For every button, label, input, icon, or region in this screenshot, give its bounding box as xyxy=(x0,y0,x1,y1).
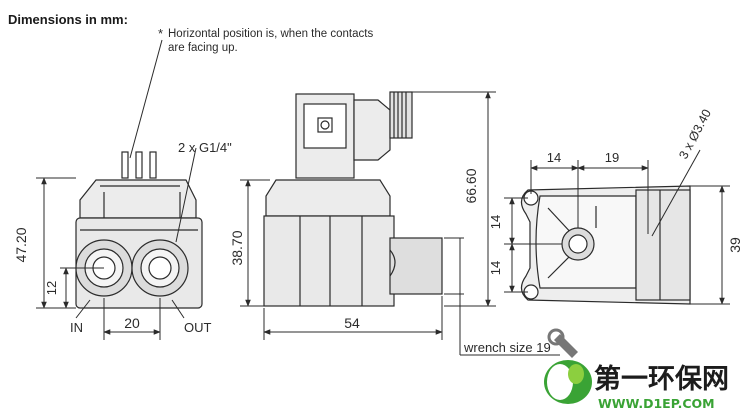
inlet-label: IN xyxy=(70,320,83,335)
side-view-dimensions xyxy=(240,91,560,356)
side-switch-housing xyxy=(265,179,391,217)
watermark: 第一环保网 WWW.D1EP.COM xyxy=(544,328,729,411)
side-view xyxy=(263,91,443,307)
wrench-size-label: wrench size 19 xyxy=(463,340,551,355)
dimension-bottom-right: 19 xyxy=(605,150,619,165)
dimension-overall-height: 66.60 xyxy=(463,168,479,203)
dimension-body-height: 38.70 xyxy=(229,230,245,265)
wrench-flat xyxy=(389,237,443,295)
dimension-port-height: 12 xyxy=(44,281,59,295)
contact-pin xyxy=(121,151,129,179)
contact-pin xyxy=(149,151,157,179)
dimension-bottom-lower: 14 xyxy=(488,261,503,275)
watermark-url: WWW.D1EP.COM xyxy=(598,396,715,411)
dimension-height-front: 47.20 xyxy=(13,227,29,262)
dimension-port-spacing: 20 xyxy=(124,315,140,331)
front-view xyxy=(75,151,203,309)
front-view-dimensions xyxy=(36,147,197,340)
cable-gland xyxy=(353,99,391,161)
contact-pin xyxy=(135,151,143,179)
leaf-logo xyxy=(544,360,592,404)
note-line-1: Horizontal position is, when the contact… xyxy=(168,28,373,40)
note-marker: * xyxy=(158,26,163,41)
thread-label: 2 x G1/4" xyxy=(178,140,232,155)
note-line-2: are facing up. xyxy=(168,42,238,54)
hole-callout: 3 x Ø3.40 xyxy=(676,107,714,161)
outlet-label: OUT xyxy=(184,320,212,335)
note-leader-line xyxy=(129,39,163,159)
dimension-bottom-left: 14 xyxy=(547,150,561,165)
drawing-title: Dimensions in mm: xyxy=(8,12,128,27)
cable-gland-nut xyxy=(389,91,413,139)
watermark-cn-text: 第一环保网 xyxy=(594,363,729,395)
dimension-bottom-upper: 14 xyxy=(488,215,503,229)
bottom-view-dimensions xyxy=(504,149,730,305)
wrench-icon xyxy=(554,334,578,358)
dimension-bottom-height: 39 xyxy=(727,237,743,253)
side-valve-body xyxy=(263,215,395,307)
dimension-length: 54 xyxy=(344,315,360,331)
bottom-view xyxy=(520,185,691,305)
